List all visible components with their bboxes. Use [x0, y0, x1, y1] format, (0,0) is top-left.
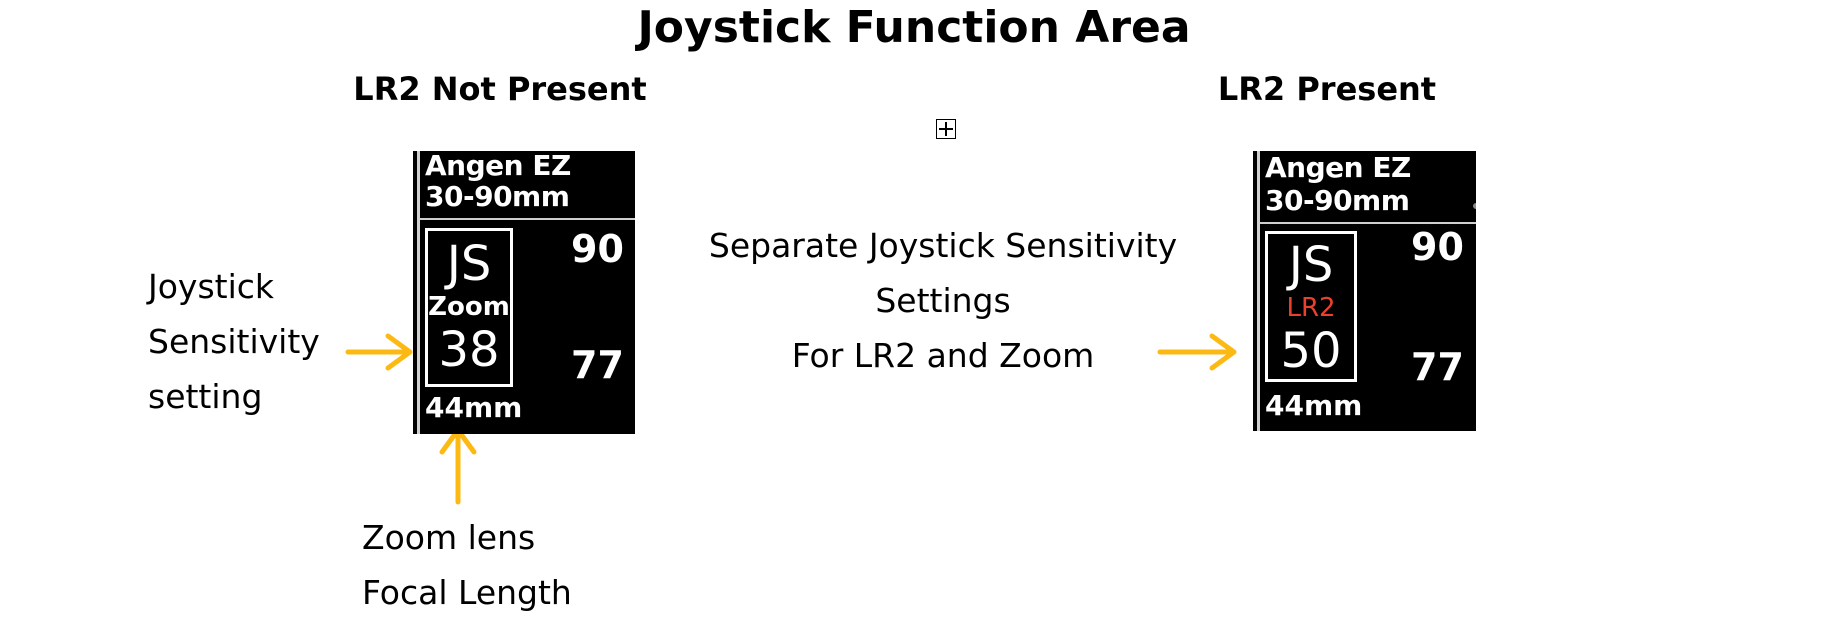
right-display-screen: Angen EZ 30-90mm JS LR2 50 90 77 44mm — [1253, 151, 1476, 431]
object-anchor-icon — [936, 119, 956, 139]
right-arrow-icon — [345, 333, 413, 371]
focal-callout: Zoom lens Focal Length — [362, 510, 572, 620]
bottom-readout: 77 — [1411, 345, 1464, 389]
lens-name: Angen EZ — [425, 151, 571, 182]
screen-divider — [1257, 222, 1476, 224]
screen-marker — [1473, 203, 1476, 209]
screen-divider — [417, 151, 420, 434]
js-label: JS — [1288, 237, 1334, 293]
sensitivity-callout: Joystick Sensitivity setting — [148, 259, 320, 424]
left-heading: LR2 Not Present — [353, 70, 647, 108]
callout-line: Sensitivity — [148, 322, 320, 361]
callout-line: Focal Length — [362, 573, 572, 612]
sensitivity-value: 38 — [438, 322, 500, 378]
focal-length: 44mm — [1265, 389, 1363, 422]
focal-length: 44mm — [425, 391, 523, 424]
js-label: JS — [446, 236, 492, 292]
lens-range: 30-90mm — [1265, 184, 1410, 217]
mode-label: Zoom — [428, 292, 510, 322]
joystick-sensitivity-box: JS LR2 50 — [1265, 231, 1357, 382]
screen-divider — [1257, 151, 1260, 431]
up-arrow-icon — [439, 427, 477, 505]
mode-label: LR2 — [1286, 293, 1336, 323]
note-line: For LR2 and Zoom — [791, 336, 1095, 375]
lens-range: 30-90mm — [425, 180, 570, 213]
note-line: Settings — [875, 281, 1011, 320]
screen-divider — [417, 218, 635, 220]
left-display-screen: Angen EZ 30-90mm JS Zoom 38 90 77 44mm — [413, 151, 635, 434]
bottom-readout: 77 — [571, 343, 624, 387]
joystick-sensitivity-box: JS Zoom 38 — [425, 228, 513, 387]
right-arrow-icon — [1157, 333, 1237, 371]
sensitivity-value: 50 — [1280, 323, 1342, 379]
lens-name: Angen EZ — [1265, 151, 1411, 184]
page-title: Joystick Function Area — [637, 2, 1191, 53]
callout-line: setting — [148, 377, 263, 416]
right-heading: LR2 Present — [1217, 70, 1437, 108]
note-line: Separate Joystick Sensitivity — [708, 226, 1178, 265]
center-note: Separate Joystick Sensitivity Settings F… — [663, 218, 1223, 383]
callout-line: Joystick — [148, 267, 275, 306]
top-readout: 90 — [1411, 225, 1464, 269]
callout-line: Zoom lens — [362, 518, 536, 557]
top-readout: 90 — [571, 227, 624, 271]
